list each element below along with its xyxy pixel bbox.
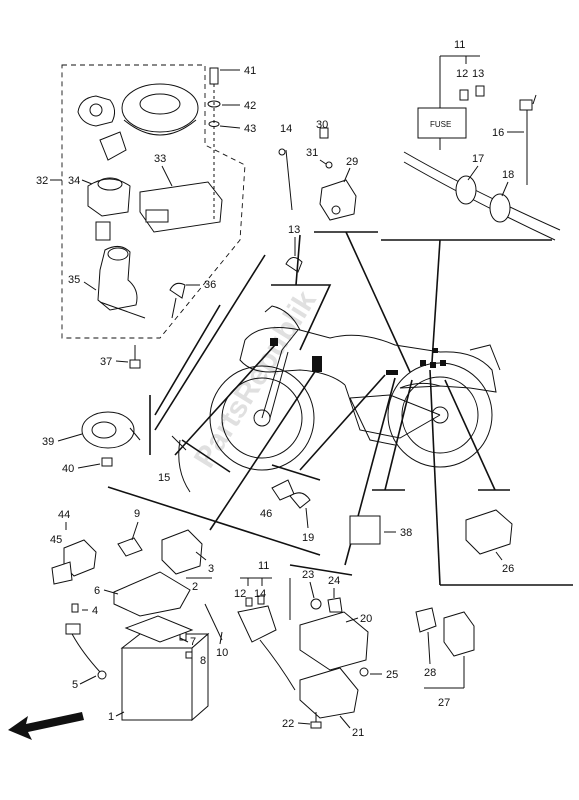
callout-12-top: 12 xyxy=(456,68,468,80)
callout-13: 13 xyxy=(472,68,484,80)
callout-6: 6 xyxy=(94,585,100,597)
callout-45: 43 xyxy=(244,123,256,135)
callout-5: 5 xyxy=(72,679,78,691)
callout-44: 42 xyxy=(244,100,256,112)
callout-2: 2 xyxy=(192,581,198,593)
callout-33: 31 xyxy=(306,147,318,159)
callout-43: 41 xyxy=(244,65,256,77)
callout-23: 21 xyxy=(352,727,364,739)
callout-47: 45 xyxy=(50,534,62,546)
callout-38: 36 xyxy=(204,279,216,291)
leader-lines xyxy=(107,231,573,586)
callout-25: 23 xyxy=(302,569,314,581)
callout-39: 37 xyxy=(100,356,112,368)
callout-17: 15 xyxy=(158,472,170,484)
bracket-group xyxy=(299,597,369,729)
callout-40: 38 xyxy=(400,527,412,539)
callout-27: 25 xyxy=(386,669,398,681)
callout-3: 3 xyxy=(208,563,214,575)
callout-12-bottom: 12 xyxy=(234,588,246,600)
callout-42: 40 xyxy=(62,463,74,475)
callout-35: 33 xyxy=(154,153,166,165)
callout-1: 1 xyxy=(108,711,114,723)
callout-11-bottom: 11 xyxy=(258,560,269,572)
fuse-handlebar-group: FUSE xyxy=(403,85,561,241)
callout-9: 9 xyxy=(134,508,140,520)
callout-7: 7 xyxy=(190,636,196,648)
callout-24: 22 xyxy=(282,718,294,730)
callout-16: 14 xyxy=(280,123,292,135)
callout-29: 27 xyxy=(438,697,450,709)
callout-41: 39 xyxy=(42,436,54,448)
battery-group xyxy=(51,529,296,722)
callout-34: 32 xyxy=(36,175,48,187)
callouts: 41 42 43 33 32 34 35 36 37 14 30 31 29 1… xyxy=(36,39,524,739)
callout-8: 8 xyxy=(200,655,206,667)
callout-30: 28 xyxy=(424,667,436,679)
horn-group xyxy=(81,411,191,493)
callout-36: 34 xyxy=(68,175,80,187)
front-direction-arrow-icon xyxy=(8,712,84,740)
callout-46: 44 xyxy=(58,509,70,521)
callout-31: 29 xyxy=(346,156,358,168)
callout-15: 13 xyxy=(288,224,300,236)
callout-20: 18 xyxy=(502,169,514,181)
callout-18: 16 xyxy=(492,127,504,139)
callout-32: 30 xyxy=(316,119,328,131)
callout-26: 24 xyxy=(328,575,340,587)
callout-19: 17 xyxy=(472,153,484,165)
callout-28: 26 xyxy=(502,563,514,575)
relays-right-group xyxy=(349,509,513,657)
watermark: PartsRepublik xyxy=(188,285,323,474)
callout-37: 35 xyxy=(68,274,80,286)
callout-11-top: 11 xyxy=(454,39,465,51)
relay-group xyxy=(278,127,357,273)
callout-22: 20 xyxy=(360,613,372,625)
callout-48: 46 xyxy=(260,508,272,520)
callout-4: 4 xyxy=(92,605,98,617)
callout-10: 10 xyxy=(216,647,228,659)
ignition-group xyxy=(61,64,246,369)
callout-14: 14 xyxy=(254,588,266,600)
callout-21: 19 xyxy=(302,532,314,544)
fuse-box-label: FUSE xyxy=(430,120,451,129)
